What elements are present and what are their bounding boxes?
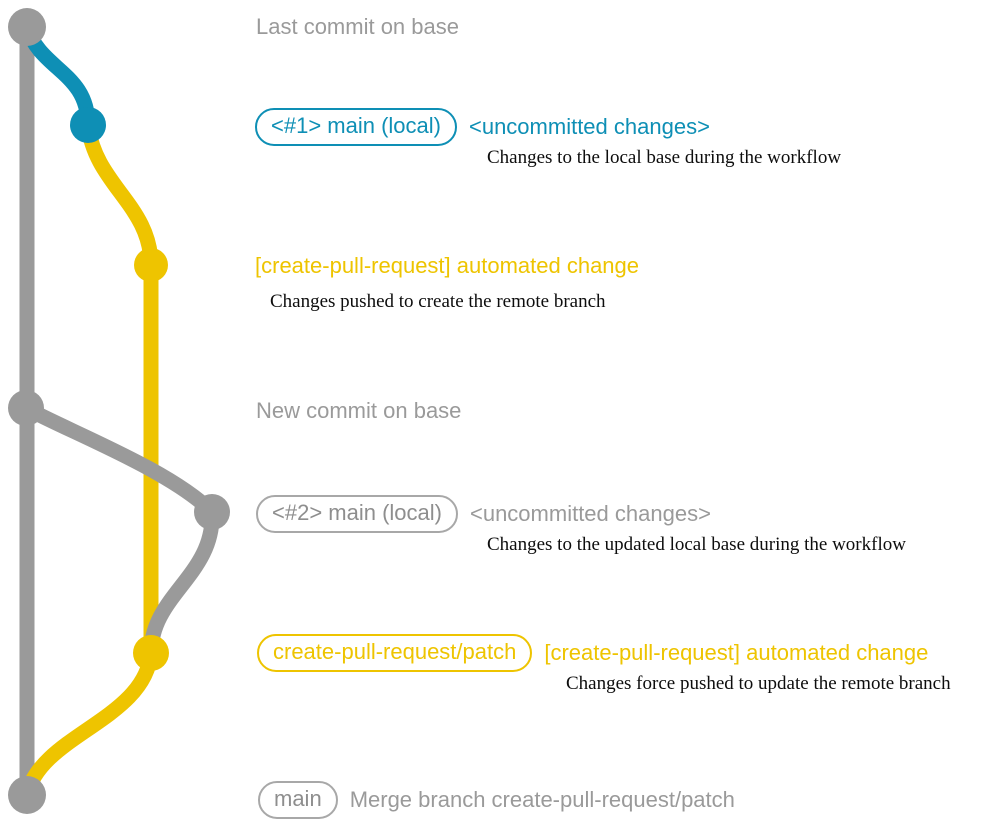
node-automated-change-1[interactable] [134, 248, 168, 282]
subject-uncommitted-changes-2: <uncommitted changes> [469, 501, 711, 526]
subject-automated-change-1: [create-pull-request] automated change [255, 253, 640, 278]
node-automated-change-2[interactable] [133, 635, 169, 671]
node-new-commit-on-base[interactable] [8, 390, 44, 426]
badge-local-main-2[interactable]: <#2> main (local) [256, 495, 458, 533]
note-local-base-changes: Changes to the local base during the wor… [487, 147, 842, 168]
subject-merge-branch: Merge branch create-pull-request/patch [349, 787, 735, 812]
yellow-branch-line-upper [80, 117, 159, 273]
subject-automated-change-2: [create-pull-request] automated change [544, 640, 929, 665]
node-last-commit-on-base[interactable] [8, 8, 46, 46]
heading-last-commit-on-base: Last commit on base [256, 14, 459, 39]
node-local-main-2[interactable] [194, 494, 230, 530]
row-automated-change-2: create-pull-request/patch [create-pull-r… [257, 634, 928, 672]
row-automated-change-1: [create-pull-request] automated change [255, 253, 639, 279]
yellow-merge-line [19, 645, 159, 803]
note-pushed-create-remote-branch: Changes pushed to create the remote bran… [270, 291, 606, 312]
gray-branch-line-to-local-2 [18, 400, 220, 520]
note-updated-local-base-changes: Changes to the updated local base during… [487, 534, 906, 555]
row-local-main-1: <#1> main (local) <uncommitted changes> [255, 108, 710, 146]
subject-uncommitted-changes-1: <uncommitted changes> [468, 114, 710, 139]
badge-create-pull-request-patch[interactable]: create-pull-request/patch [257, 634, 533, 672]
node-merge-commit-main[interactable] [8, 776, 46, 814]
row-local-main-2: <#2> main (local) <uncommitted changes> [256, 495, 711, 533]
badge-main[interactable]: main [258, 781, 338, 819]
note-force-pushed-update-remote-branch: Changes force pushed to update the remot… [566, 673, 951, 694]
heading-new-commit-on-base: New commit on base [256, 398, 462, 423]
badge-local-main-1[interactable]: <#1> main (local) [255, 108, 457, 146]
node-local-main-1[interactable] [70, 107, 106, 143]
gray-branch-line-from-local-2 [143, 504, 220, 661]
row-merge-commit-main: main Merge branch create-pull-request/pa… [258, 781, 735, 819]
